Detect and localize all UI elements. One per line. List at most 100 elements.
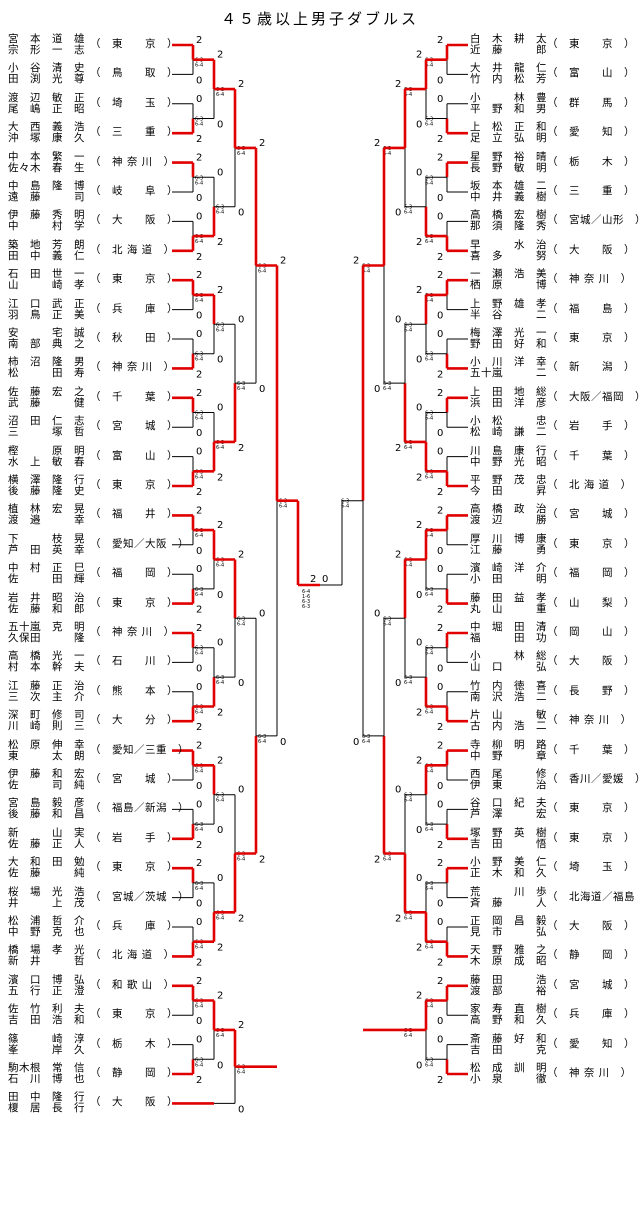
player-name: 宗 形 一 志: [8, 44, 85, 56]
player-name: 高 橋 宏 樹: [470, 209, 547, 222]
score-label: 2: [437, 369, 443, 380]
prefecture-label: （ 大 阪 ）: [547, 655, 635, 668]
player-name: 寺 柳 明 路: [470, 738, 547, 751]
score-label: 2: [217, 520, 223, 531]
player-name: 梅 澤 光 一: [470, 327, 547, 339]
set-score: 6-4: [195, 827, 203, 833]
player-name: 山 口 弘: [470, 661, 547, 674]
player-name: 家 寿 直 樹: [470, 1003, 547, 1016]
player-name: 伊 藤 和 宏: [8, 768, 85, 780]
score-label: 2: [374, 855, 380, 866]
score-label: 0: [196, 1035, 202, 1046]
player-name: 渡 部 裕: [470, 984, 547, 997]
player-name: 松 浦 哲 介: [8, 915, 85, 927]
set-score: 6-3: [425, 117, 433, 123]
player-name: 柿 沼 隆 男: [8, 356, 85, 369]
set-score: 6-4: [383, 621, 391, 627]
prefecture-label: （ 神 奈 川 ）: [547, 714, 632, 727]
player-name: 東 太 朗: [8, 749, 85, 762]
score-label: 2: [437, 252, 443, 263]
player-name: 江 藤 勇: [470, 543, 547, 556]
score-label: 0: [437, 428, 443, 439]
player-name: 高 橋 政 治: [470, 503, 547, 516]
prefecture-label: （ 長 野 ）: [547, 684, 635, 697]
set-score: 6-4: [404, 915, 412, 921]
set-score: 6-3: [195, 822, 203, 828]
set-score: 6-4: [425, 651, 433, 657]
prefecture-label: （ 宮城／山形 ）: [547, 214, 640, 227]
set-score: 6-3: [195, 881, 203, 887]
set-score: 6-3: [383, 616, 391, 622]
score-label: 0: [416, 638, 422, 649]
set-score: 6-3: [195, 646, 203, 652]
score-label: 0: [280, 737, 286, 748]
set-score: 6-3: [425, 411, 433, 417]
set-score: 6-4: [216, 327, 224, 333]
score-label: 0: [437, 799, 443, 810]
score-label: 2: [217, 755, 223, 766]
player-name: 小 泉 徹: [470, 1073, 547, 1085]
score-label: 0: [196, 546, 202, 557]
score-label: 0: [196, 428, 202, 439]
player-name: 吉 田 悟: [470, 837, 547, 850]
player-name: 三 次 主 介: [8, 690, 85, 703]
score-label: 2: [416, 285, 422, 296]
set-score: 6-4: [216, 680, 224, 686]
player-name: 中 村 学: [8, 220, 85, 233]
score-label: 0: [196, 682, 202, 693]
set-score: 6-3: [404, 793, 412, 799]
prefecture-label: （ 大 阪 ）: [547, 920, 635, 932]
prefecture-label: （ 宮 城 ）: [547, 978, 635, 991]
prefecture-label: （ 岩 手 ）: [547, 420, 635, 433]
score-label: 0: [437, 899, 443, 910]
player-name: 榎 居 長 行: [8, 1102, 85, 1115]
set-score: 6-4: [404, 680, 412, 686]
player-name: 渡 辺 勝: [470, 514, 547, 527]
score-label: 0: [395, 314, 401, 325]
prefecture-label: （ 愛 知 ）: [547, 1037, 635, 1050]
score-label: 0: [437, 1035, 443, 1046]
player-name: 遠 藤 司: [8, 191, 85, 203]
player-name: 栖 原 博: [470, 279, 547, 292]
prefecture-label: （ 静 岡 ）: [547, 949, 635, 962]
player-name: 村 本 幹 夫: [8, 661, 85, 674]
score-label: 2: [196, 722, 202, 733]
set-score: 6-3: [425, 646, 433, 652]
set-score: 6-4: [195, 63, 203, 69]
set-score: 6-4: [216, 92, 224, 98]
set-score: 6-4: [425, 1004, 433, 1010]
prefecture-label: （ 東 京 ）: [547, 831, 635, 844]
set-score: 6-4: [425, 357, 433, 363]
prefecture-label: （ 宮 城 ）: [90, 420, 178, 433]
player-name: 南 沢 浩 二: [470, 690, 547, 703]
player-name: 塚 野 英 樹: [470, 826, 547, 839]
score-label: 2: [217, 991, 223, 1002]
score-label: 0: [196, 75, 202, 86]
set-score: 6-3: [425, 587, 433, 593]
player-name: 桜 場 光 浩: [8, 885, 85, 898]
player-name: 今 田 昇: [470, 485, 547, 497]
set-score: 6-4: [425, 533, 433, 539]
final-set-score: 1-6: [302, 594, 310, 600]
set-score: 6-3: [195, 587, 203, 593]
player-name: 佐 藤 正 人: [8, 837, 85, 850]
prefecture-label: （ 愛知／三重 ）: [90, 743, 189, 756]
player-name: 松 原 伸 幸: [8, 738, 85, 751]
player-name: 田 渕 光 尊: [8, 73, 85, 86]
score-label: 2: [196, 976, 202, 987]
score-label: 2: [416, 708, 422, 719]
player-name: 荒 川 歩: [470, 885, 547, 898]
score-label: 0: [238, 785, 244, 796]
score-label: 0: [196, 211, 202, 222]
prefecture-label: （ 大 阪 ）: [90, 1096, 178, 1109]
score-label: 2: [416, 755, 422, 766]
score-label: 0: [416, 825, 422, 836]
score-label: 0: [416, 873, 422, 884]
score-label: 2: [217, 50, 223, 61]
score-label: 0: [416, 403, 422, 414]
set-score: 6-4: [383, 857, 391, 863]
player-name: 橋 場 孝 光: [8, 944, 85, 957]
set-score: 6-3: [425, 822, 433, 828]
score-label: 2: [416, 991, 422, 1002]
score-label: 0: [238, 314, 244, 325]
